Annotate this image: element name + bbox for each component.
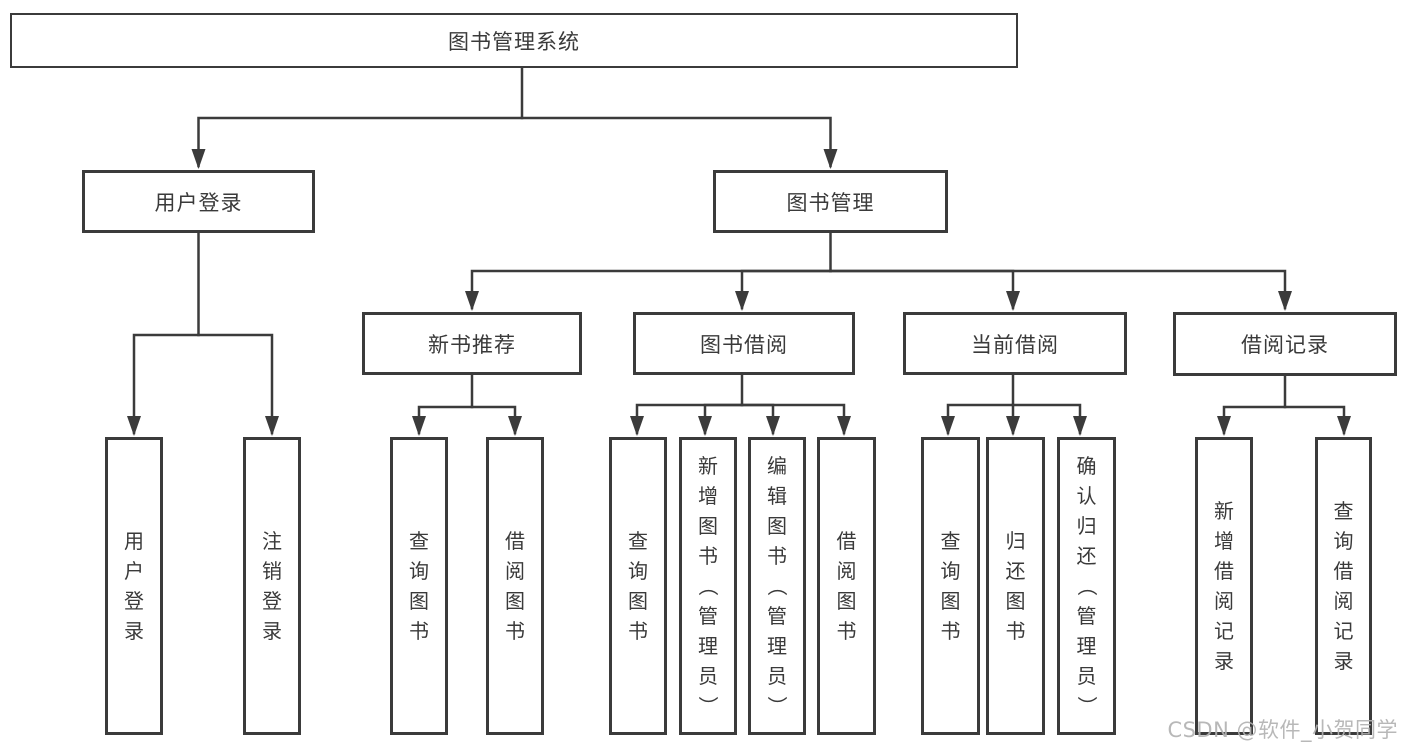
- connector-borrow-to-borrow-leaf: [740, 403, 851, 436]
- node-label: 当前借阅: [971, 332, 1059, 357]
- connector-root-to-user-login: [191, 66, 524, 169]
- node-label: 查询图书: [628, 529, 648, 643]
- connector-borrow-to-query: [630, 373, 744, 436]
- node-borrow-records: 借阅记录: [1173, 312, 1397, 376]
- node-label: 确认归还（管理员）: [1074, 454, 1099, 716]
- connector-recommend-to-query: [412, 373, 474, 436]
- node-leaf-logout: 注销登录: [243, 437, 301, 735]
- watermark: CSDN @软件_小贺同学: [1167, 718, 1398, 742]
- node-leaf-confirm-return-admin: 确认归还（管理员）: [1057, 437, 1116, 735]
- node-label: 新书推荐: [428, 332, 516, 357]
- node-label: 归还图书: [1005, 529, 1026, 643]
- node-leaf-query-books-borrow: 查询图书: [609, 437, 667, 735]
- node-label: 查询图书: [940, 529, 961, 643]
- node-label: 借阅图书: [836, 529, 857, 643]
- node-label: 编辑图书（管理员）: [765, 454, 789, 716]
- node-book-borrow: 图书借阅: [633, 312, 855, 375]
- node-new-book-recommend: 新书推荐: [362, 312, 582, 375]
- node-label: 注销登录: [262, 529, 282, 643]
- node-label: 图书管理: [786, 190, 875, 215]
- node-leaf-query-books-recommend: 查询图书: [390, 437, 448, 735]
- connector-to-new-book-recommend: [465, 269, 832, 311]
- connector-to-current-borrow: [829, 269, 1020, 311]
- connector-recommend-to-borrow: [470, 405, 522, 436]
- node-leaf-edit-book-admin: 编辑图书（管理员）: [748, 437, 806, 735]
- connector-records-to-query: [1283, 405, 1351, 436]
- node-label: 借阅图书: [505, 529, 525, 643]
- node-label: 新增借阅记录: [1214, 499, 1234, 673]
- node-leaf-user-login: 用户登录: [105, 437, 163, 735]
- connector-current-to-confirm: [1011, 403, 1087, 436]
- connector-root-to-book-management: [520, 116, 838, 169]
- node-leaf-add-book-admin: 新增图书（管理员）: [679, 437, 737, 735]
- node-leaf-borrow-books: 借阅图书: [817, 437, 876, 735]
- node-root: 图书管理系统: [10, 13, 1018, 68]
- node-leaf-query-books-current: 查询图书: [921, 437, 980, 735]
- connector-current-to-query: [941, 373, 1015, 436]
- connector-to-borrow-records: [829, 269, 1292, 311]
- node-label: 用户登录: [154, 190, 243, 215]
- node-leaf-borrow-books-recommend: 借阅图书: [486, 437, 544, 735]
- connector-borrow-to-add: [698, 403, 744, 436]
- connector-user-login-to-login-leaf: [127, 231, 200, 436]
- node-current-borrow: 当前借阅: [903, 312, 1127, 375]
- node-label: 用户登录: [124, 529, 144, 643]
- node-user-login: 用户登录: [82, 170, 315, 233]
- connector-user-login-to-logout-leaf: [197, 333, 279, 436]
- node-label: 图书借阅: [700, 332, 788, 357]
- node-book-management: 图书管理: [713, 170, 948, 233]
- node-leaf-return-book: 归还图书: [986, 437, 1045, 735]
- node-label: 借阅记录: [1241, 333, 1329, 357]
- node-label: 新增图书（管理员）: [696, 454, 720, 716]
- node-label: 查询图书: [409, 529, 429, 643]
- node-root-label: 图书管理系统: [448, 29, 580, 54]
- node-leaf-add-borrow-record: 新增借阅记录: [1195, 437, 1253, 735]
- node-label: 查询借阅记录: [1333, 499, 1354, 673]
- connector-to-book-borrow: [735, 269, 832, 311]
- node-leaf-query-borrow-record: 查询借阅记录: [1315, 437, 1372, 735]
- connector-borrow-to-edit: [740, 403, 780, 436]
- connector-records-to-add: [1217, 373, 1287, 436]
